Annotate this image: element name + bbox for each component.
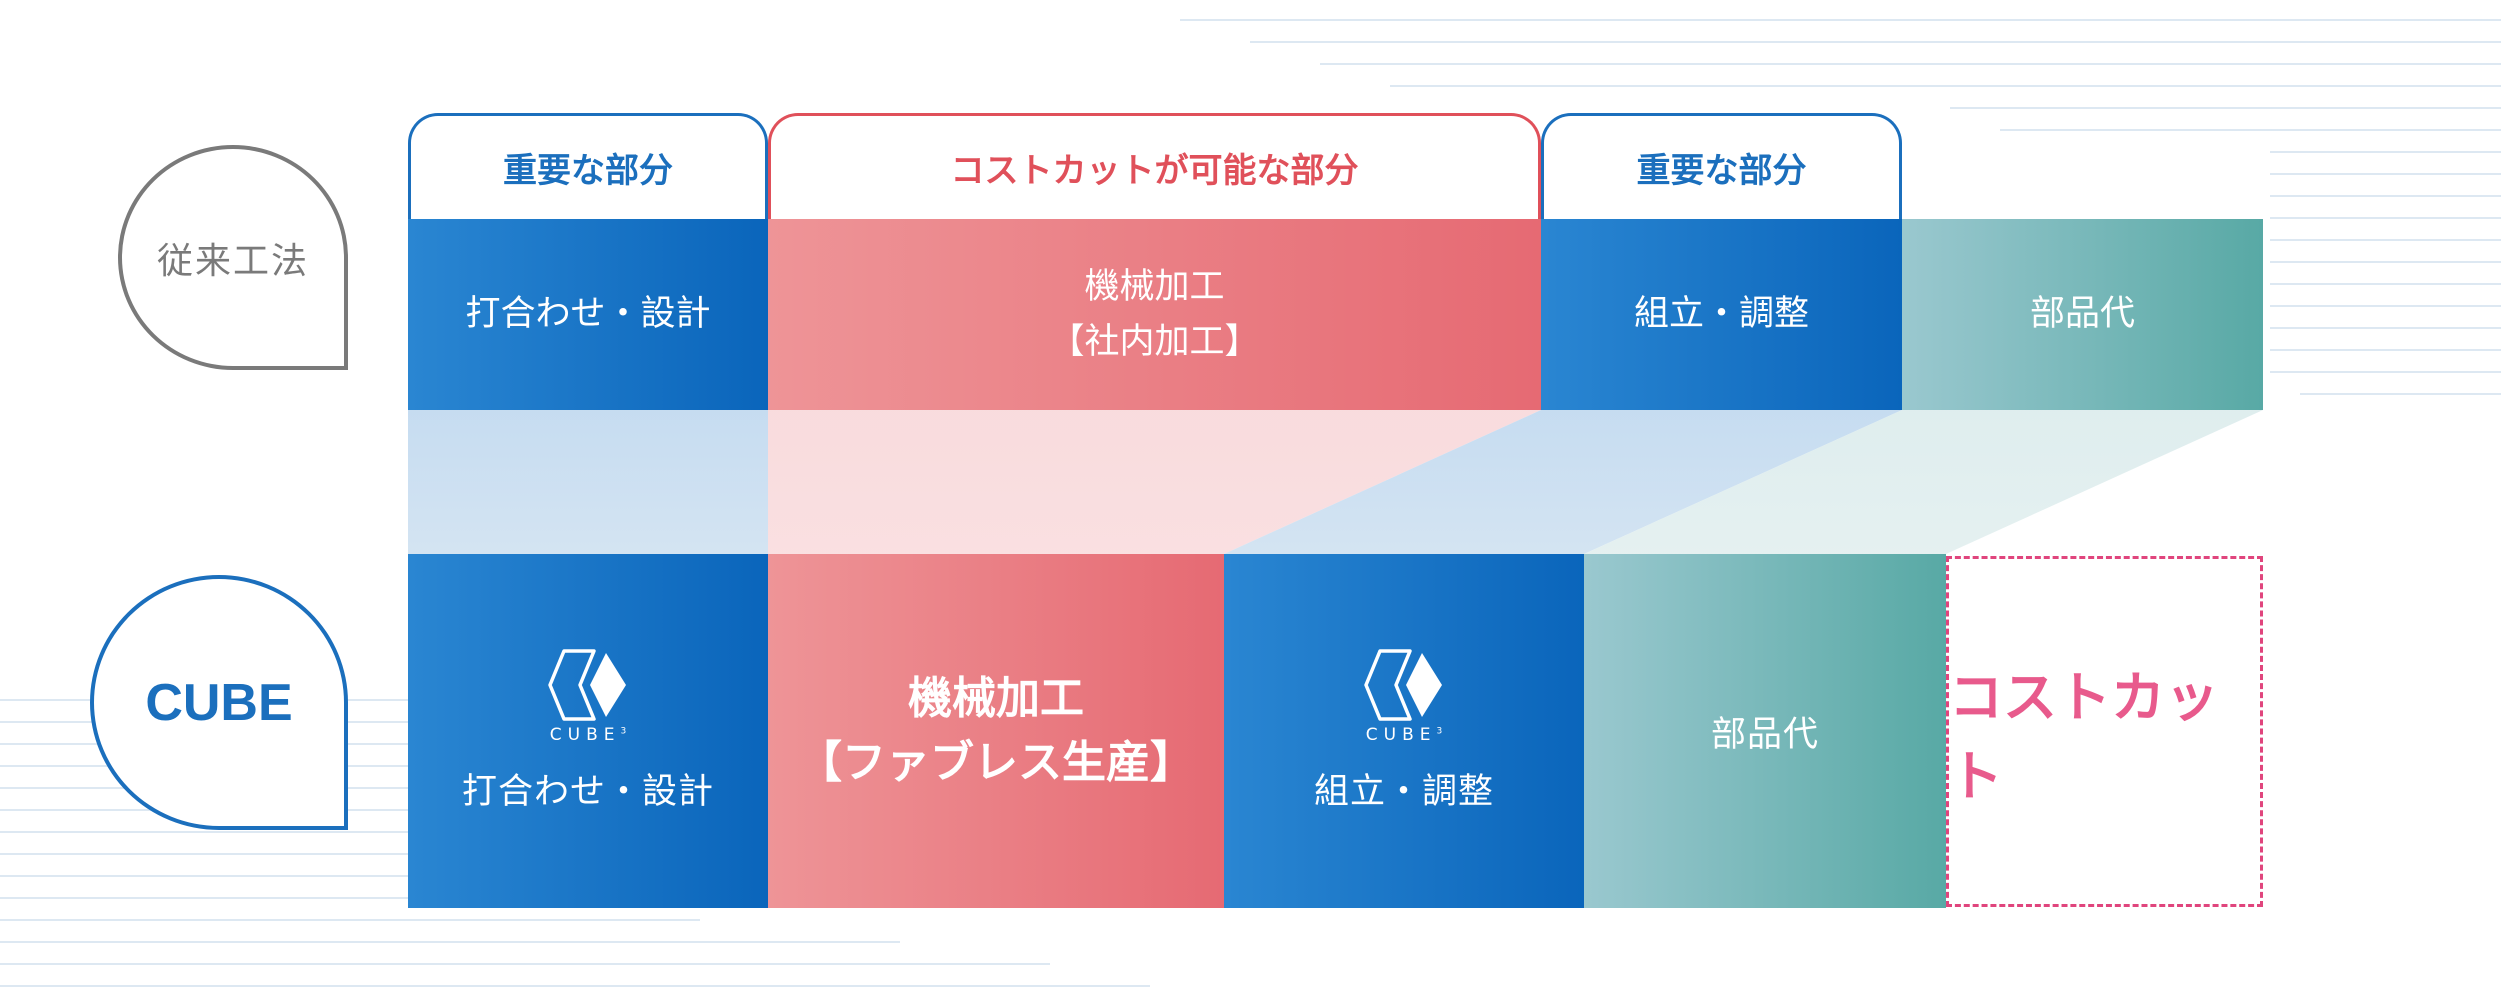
cube-logo-text: CUBE3 — [549, 724, 627, 745]
conventional-method-badge: 従来工法 — [118, 145, 348, 370]
cost-cut-box: コストカット — [1946, 556, 2263, 907]
cube-machining-label-line2: 【ファブレス生産】 — [798, 737, 1194, 788]
cube-meeting-design-block: CUBE3 打合わせ・設計 — [408, 554, 768, 908]
conv-parts-label: 部品代 — [2029, 294, 2135, 335]
tab-important-left: 重要な部分 — [408, 113, 768, 219]
cube-machining-block: 機械加工 【ファブレス生産】 — [768, 554, 1224, 908]
conv-machining-block: 機械加工 【社内加工】 — [768, 219, 1541, 410]
cube-meeting-design-label: 打合わせ・設計 — [461, 771, 714, 812]
conv-meeting-design-block: 打合わせ・設計 — [408, 219, 768, 410]
cube-logo: CUBE3 — [1358, 648, 1450, 745]
conv-assembly-block: 組立・調整 — [1541, 219, 1902, 410]
connector-machining — [768, 410, 1541, 554]
cube-machining-label-line1: 機械加工 — [908, 673, 1084, 725]
tab-important-right: 重要な部分 — [1541, 113, 1902, 219]
cube-logo-text: CUBE3 — [1365, 724, 1443, 745]
cost-cut-label: コストカット — [1949, 665, 2219, 808]
conventional-method-label: 従来工法 — [156, 240, 309, 282]
conv-machining-label-line1: 機械加工 — [1084, 267, 1225, 308]
connector-parts — [1584, 410, 2263, 554]
conv-parts-block: 部品代 — [1902, 219, 2263, 410]
cube-parts-block: 部品代 — [1584, 554, 1946, 908]
conv-meeting-design-label: 打合わせ・設計 — [465, 294, 711, 335]
cube-method-label: CUBE — [145, 673, 293, 732]
cube-logo-icon — [1364, 648, 1442, 721]
cube-method-badge: CUBE — [90, 575, 348, 830]
connector-assembly — [1224, 410, 1902, 554]
conv-assembly-label: 組立・調整 — [1633, 294, 1809, 335]
tab-important-left-label: 重要な部分 — [503, 151, 673, 191]
cube-assembly-label: 組立・調整 — [1313, 771, 1494, 812]
cube-logo-icon — [548, 648, 626, 721]
connector-meeting-design — [408, 410, 768, 554]
cube-parts-label: 部品代 — [1710, 714, 1819, 755]
tab-cost-cut-possible-label: コストカットが可能な部分 — [950, 151, 1359, 191]
tab-important-right-label: 重要な部分 — [1636, 151, 1807, 191]
cube-assembly-block: CUBE3 組立・調整 — [1224, 554, 1584, 908]
tab-cost-cut-possible: コストカットが可能な部分 — [768, 113, 1541, 219]
conv-machining-label-line2: 【社内加工】 — [1049, 321, 1260, 362]
cube-logo: CUBE3 — [542, 648, 634, 745]
